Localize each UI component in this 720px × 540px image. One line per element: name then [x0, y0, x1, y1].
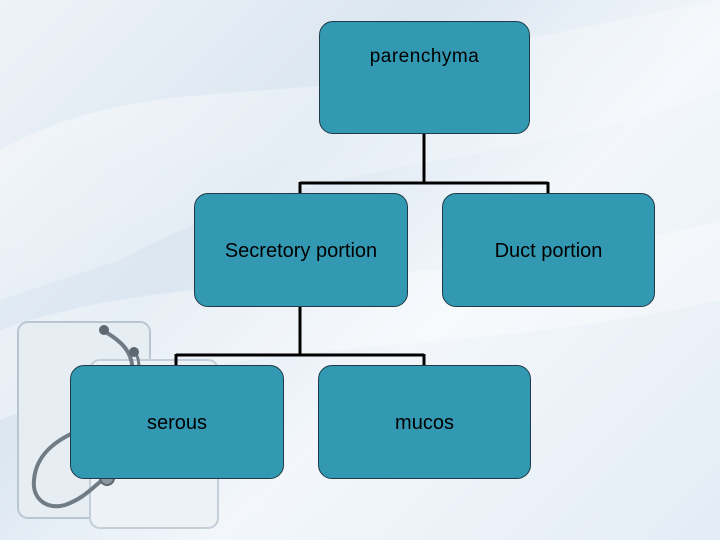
node-label: serous	[146, 412, 208, 434]
node-label: parenchyma	[369, 46, 480, 67]
node-parenchyma: parenchyma	[319, 21, 530, 134]
node-secretory-portion: Secretory portion	[194, 193, 408, 307]
node-label: mucos	[395, 412, 454, 434]
node-label: Duct portion	[494, 240, 603, 262]
node-label: Secretory portion	[224, 240, 378, 262]
node-serous: serous	[70, 365, 284, 479]
node-mucos: mucos	[318, 365, 531, 479]
node-duct-portion: Duct portion	[442, 193, 655, 307]
